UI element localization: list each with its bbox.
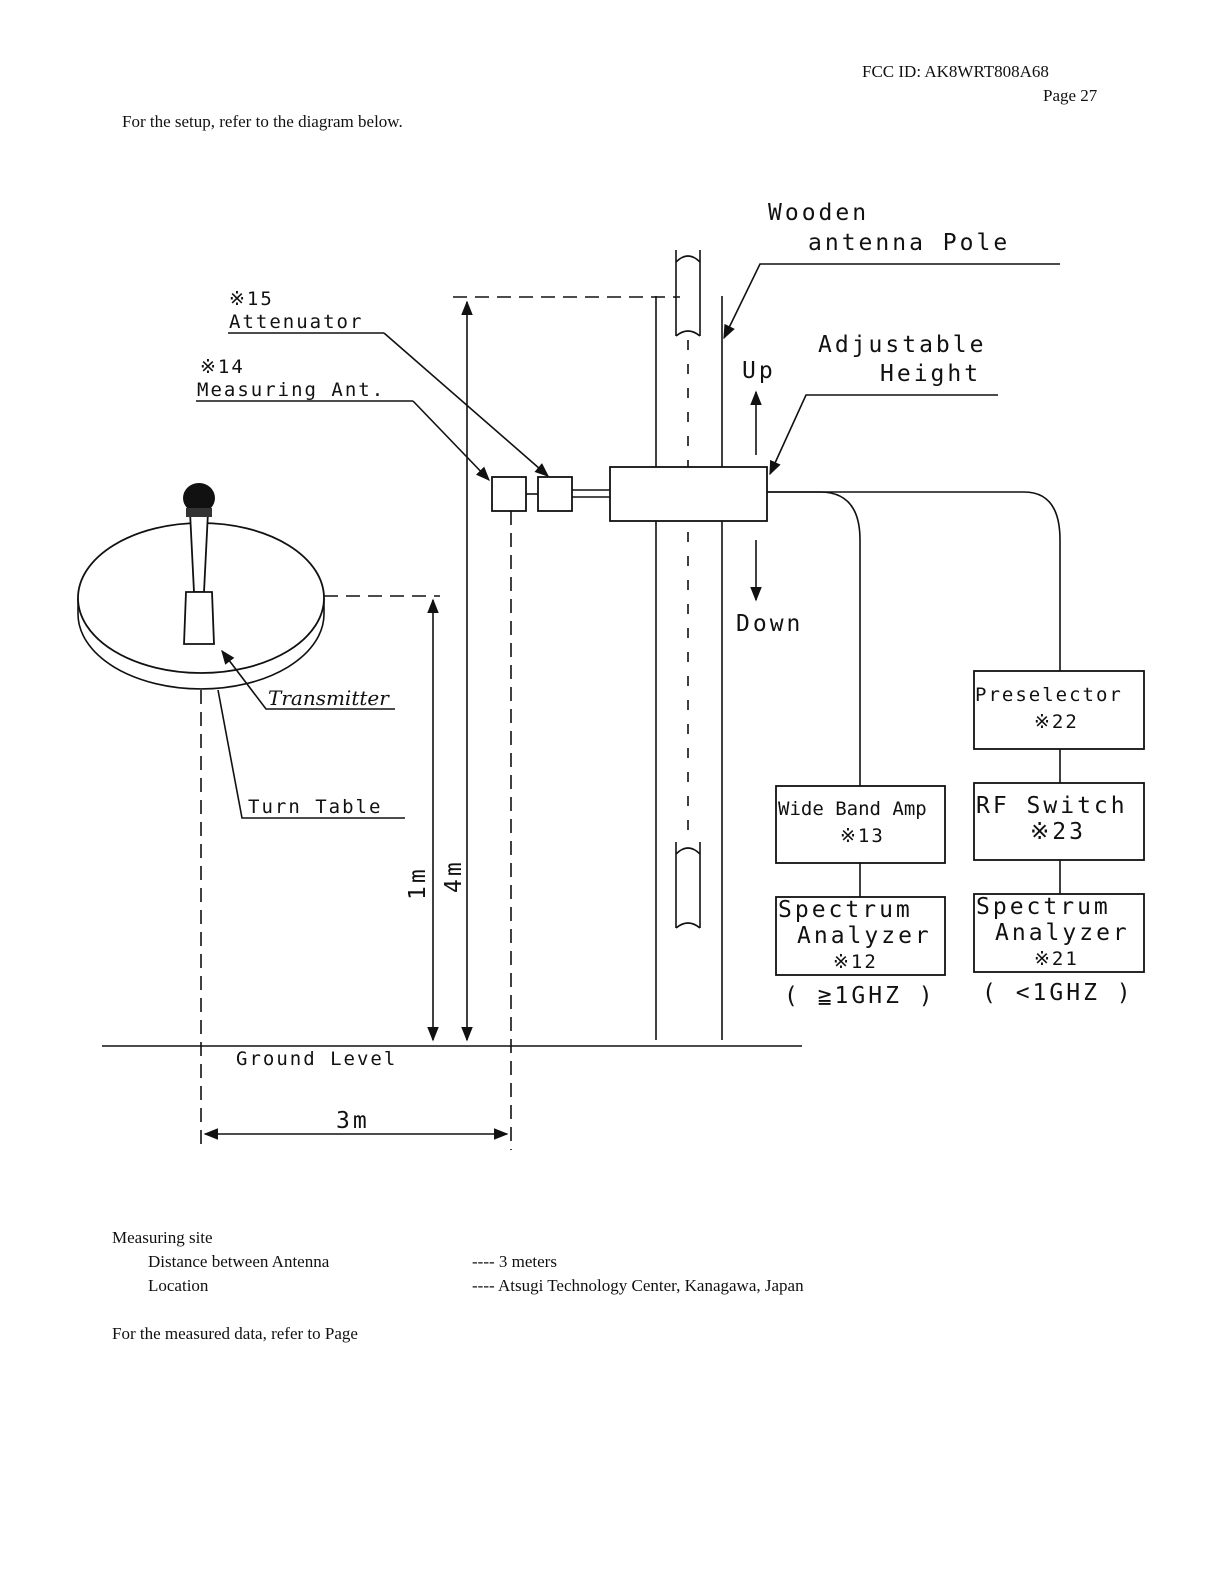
footer-note: For the measured data, refer to Page xyxy=(112,1324,358,1343)
preselector-label: Preselector xyxy=(975,684,1123,706)
attenuator-box xyxy=(537,476,573,512)
pole-label-line1: Wooden xyxy=(768,200,869,226)
wide-band-amp-label: Wide Band Amp xyxy=(778,798,927,820)
down-label: Down xyxy=(736,611,803,637)
row-key: Distance between Antenna xyxy=(148,1252,330,1271)
measuring-site-row: Distance between Antenna ---- 3 meters xyxy=(112,1250,804,1274)
adjustable-label-line1: Adjustable xyxy=(818,332,986,358)
row-value: ---- 3 meters xyxy=(472,1252,557,1271)
turn-table-label: Turn Table xyxy=(248,796,382,818)
adjustable-label-line2: Height xyxy=(880,361,981,387)
spectrum-analyzer-12-line1: Spectrum xyxy=(778,897,913,923)
height-1m-label: 1m xyxy=(405,866,431,900)
wide-band-amp-box xyxy=(775,785,946,864)
page-number: Page 27 xyxy=(1043,86,1098,105)
pole-label-line2: antenna Pole xyxy=(808,230,1010,256)
measuring-site-row: Location ---- Atsugi Technology Center, … xyxy=(112,1274,804,1298)
row-value: ---- Atsugi Technology Center, Kanagawa,… xyxy=(472,1276,804,1295)
measuring-antenna-box xyxy=(491,476,527,512)
measuring-site-title: Measuring site xyxy=(112,1228,213,1247)
antenna-mount xyxy=(609,466,768,522)
distance-3m-label: 3m xyxy=(336,1108,370,1134)
preselector-number: ※22 xyxy=(1034,711,1079,733)
attenuator-number: ※15 xyxy=(229,288,274,310)
up-label: Up xyxy=(742,358,776,384)
row-key: Location xyxy=(148,1276,209,1295)
transmitter-label: Transmitter xyxy=(268,686,390,710)
range-above-1ghz: ( ≧1GHZ ) xyxy=(784,983,936,1009)
measuring-ant-label: Measuring Ant. xyxy=(197,379,385,401)
preselector-box xyxy=(973,670,1145,750)
attenuator-label: Attenuator xyxy=(229,311,363,333)
height-4m-label: 4m xyxy=(441,859,467,893)
rf-switch-number: ※23 xyxy=(1030,819,1086,845)
range-below-1ghz: ( <1GHZ ) xyxy=(982,980,1134,1006)
measuring-ant-number: ※14 xyxy=(200,356,245,378)
wide-band-amp-number: ※13 xyxy=(840,825,885,847)
wooden-pole xyxy=(655,250,723,1040)
spectrum-analyzer-21-line1: Spectrum xyxy=(976,894,1111,920)
spectrum-analyzer-12-line2: Analyzer xyxy=(797,923,932,949)
spectrum-analyzer-12-number: ※12 xyxy=(833,951,878,973)
spectrum-analyzer-12-box xyxy=(775,896,946,976)
measuring-site-section: Measuring site Distance between Antenna … xyxy=(112,1226,804,1298)
ground-level-label: Ground Level xyxy=(236,1048,397,1070)
spectrum-analyzer-21-line2: Analyzer xyxy=(995,920,1130,946)
rf-switch-label: RF Switch xyxy=(976,793,1128,819)
fcc-id: FCC ID: AK8WRT808A68 xyxy=(862,62,1049,81)
spectrum-analyzer-21-number: ※21 xyxy=(1034,948,1079,970)
rf-switch-box xyxy=(973,782,1145,861)
spectrum-analyzer-21-box xyxy=(973,893,1145,973)
transmitter-device xyxy=(183,483,215,645)
intro-text: For the setup, refer to the diagram belo… xyxy=(122,112,403,131)
